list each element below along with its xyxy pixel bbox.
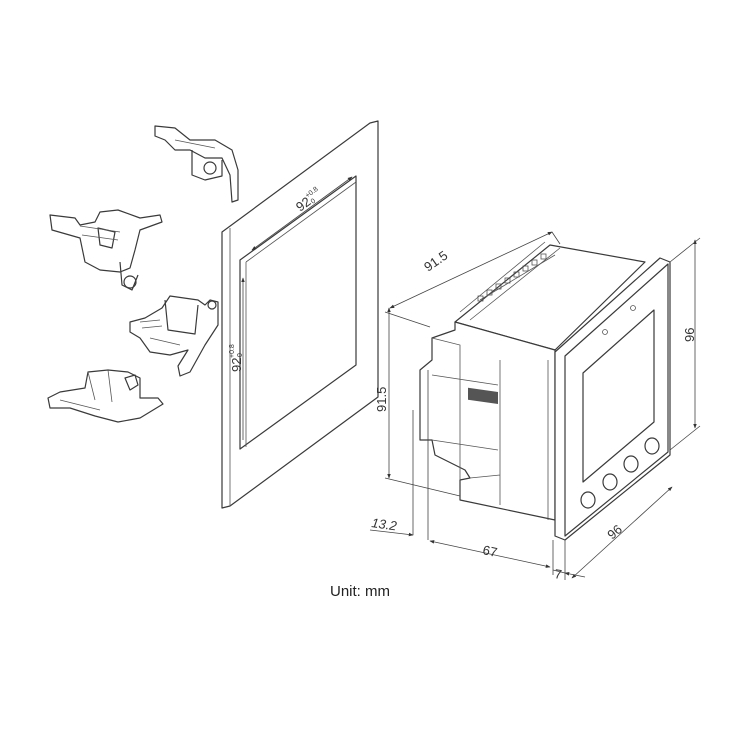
- mounting-clip-3: [129, 295, 219, 377]
- bezel-depth-label: 7: [554, 566, 563, 582]
- mounting-clip-2: [49, 209, 163, 291]
- button-3: [623, 455, 639, 473]
- front-height-label: 96: [682, 328, 697, 342]
- svg-text:0: 0: [310, 198, 317, 206]
- rear-offset-label: 13.2: [371, 515, 399, 533]
- height-side-label: 91.5: [374, 387, 389, 412]
- svg-text:+0.8: +0.8: [229, 344, 236, 358]
- button-4: [644, 437, 660, 455]
- front-width-label: 96: [604, 522, 625, 543]
- display-screen: [582, 309, 655, 483]
- svg-text:0: 0: [237, 353, 244, 357]
- body-depth-label: 67: [481, 542, 498, 560]
- unit-label: Unit: mm: [330, 583, 390, 600]
- cutout-dimension-lines: [241, 176, 353, 440]
- depth-top-label: 91.5: [421, 248, 450, 275]
- mounting-clip-4: [47, 369, 164, 423]
- mounting-clip-1: [154, 125, 239, 203]
- meter-dimension-lines: [369, 231, 701, 580]
- connector-block: [468, 387, 498, 404]
- svg-text:92: 92: [229, 358, 244, 372]
- cutout-height-label: 92 +0.8 0: [229, 344, 244, 372]
- panel-cutout: [221, 120, 379, 509]
- svg-text:92: 92: [293, 194, 314, 215]
